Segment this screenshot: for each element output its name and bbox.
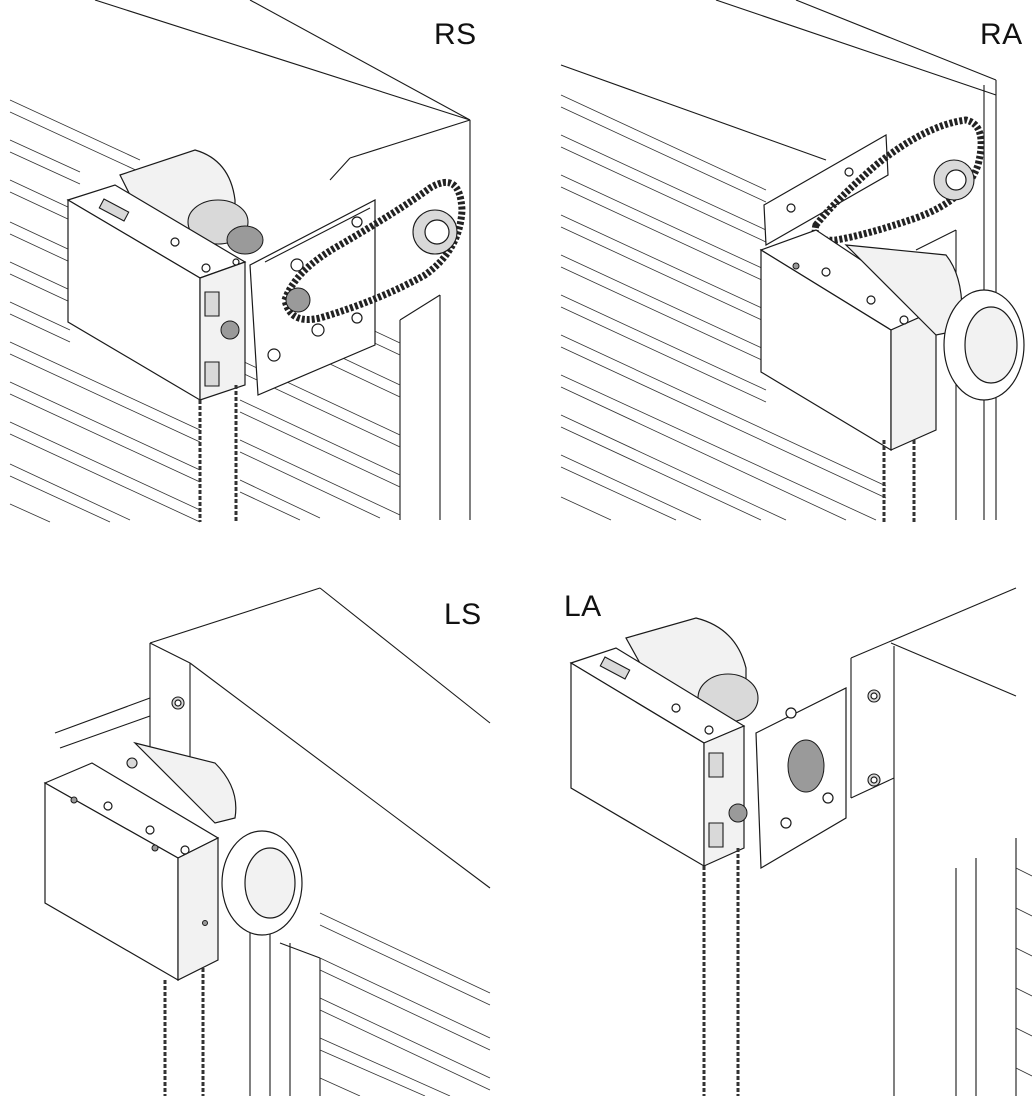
rs-housing: [95, 0, 470, 520]
rs-bracket: [250, 200, 375, 395]
la-control-box: [571, 648, 747, 866]
rs-slats: [10, 100, 400, 522]
panel-la: LA: [516, 548, 1032, 1096]
ls-drawing: [0, 548, 516, 1096]
ls-hand-chain: [165, 968, 203, 1096]
panel-ls: LS: [0, 548, 516, 1096]
ls-housing: [55, 588, 490, 1096]
rs-drawing: [0, 0, 516, 548]
rs-hand-chain: [200, 385, 236, 522]
la-drawing: [516, 548, 1032, 1096]
ra-roller-chain: [815, 120, 981, 240]
panel-ra: RA: [516, 0, 1032, 548]
la-bracket: [756, 688, 846, 868]
la-hand-chain: [704, 848, 738, 1096]
ra-bracket: [764, 135, 888, 245]
la-wall-bolts: [868, 690, 880, 786]
panel-label-ra: RA: [980, 18, 1023, 51]
rs-control-box: [68, 185, 245, 400]
panel-rs: RS: [0, 0, 516, 548]
ls-motor: [135, 743, 302, 935]
panel-label-la: LA: [564, 590, 602, 623]
panel-label-ls: LS: [444, 598, 482, 631]
ra-hand-chain: [884, 440, 914, 522]
ra-control-box: [761, 230, 936, 450]
rs-roller-chain: [285, 182, 462, 319]
la-slats: [1016, 868, 1032, 1076]
ls-slats: [320, 913, 490, 1096]
ls-control-box: [45, 763, 218, 980]
ra-drawing: [516, 0, 1032, 548]
ls-bracket-bolts: [127, 697, 184, 768]
ra-motor: [846, 245, 1024, 400]
ra-slats: [561, 95, 886, 520]
panel-label-rs: RS: [434, 18, 477, 51]
la-housing: [851, 588, 1016, 1096]
